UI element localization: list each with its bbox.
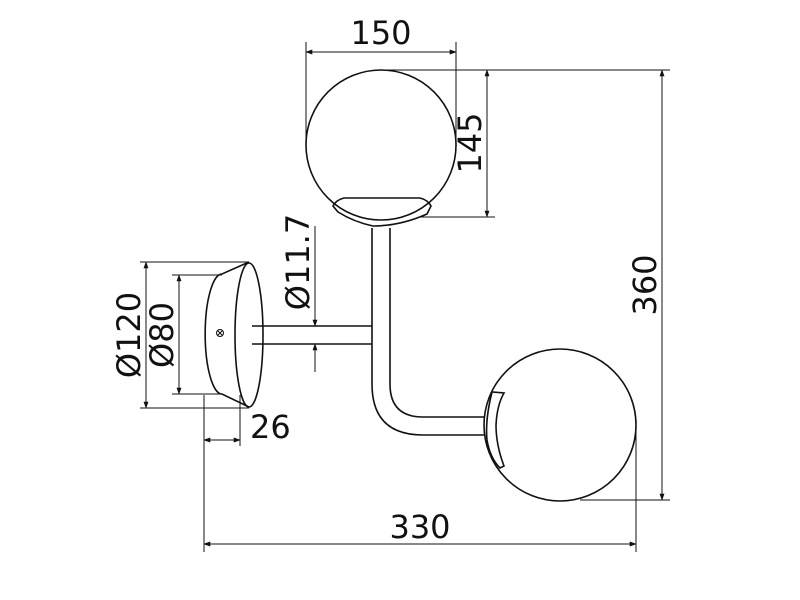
dimension-total-height: 360 [456,69,670,501]
lower-globe [483,348,637,502]
lamp-arm [252,228,485,436]
upper-globe [305,69,457,227]
dim-label-globe-height: 145 [451,112,489,173]
dim-label-arm-diameter: Ø11.7 [279,214,317,310]
dimension-arm-diameter: Ø11.7 [279,214,318,372]
dim-label-total-height: 360 [626,254,664,315]
dim-label-base-inner: Ø80 [143,302,181,368]
base-screw-icon [216,329,224,337]
dimension-base-depth: 26 [203,395,291,446]
dimension-globe-width: 150 [305,14,457,145]
dimension-base-outer: Ø120 [110,261,249,409]
dim-label-total-width: 330 [389,508,450,546]
dim-label-base-outer: Ø120 [110,292,148,378]
lower-globe-holder [485,391,506,469]
dimension-total-width: 330 [203,425,637,552]
dim-label-globe-width: 150 [350,14,411,52]
upper-globe-holder [332,197,432,227]
dimension-base-inner: Ø80 [143,274,222,395]
dim-label-base-depth: 26 [250,408,291,446]
wall-base-plate [204,261,264,408]
base-front-face [234,262,264,408]
